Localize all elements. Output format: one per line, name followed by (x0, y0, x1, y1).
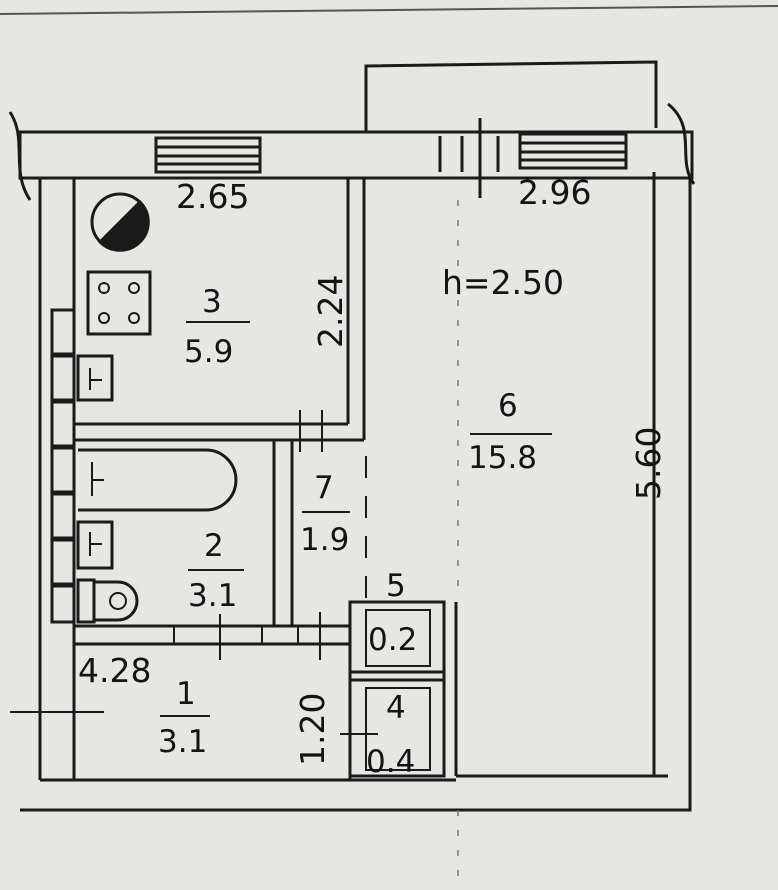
dim-kitchen-depth: 2.24 (311, 275, 350, 348)
gas-meter-fill (97, 199, 150, 252)
dim-living-width: 2.96 (518, 173, 591, 212)
left-break-line (8, 111, 32, 201)
sheet-top-edge (0, 5, 778, 15)
room-2-area: 3.1 (188, 578, 237, 614)
closet-4-inner (365, 687, 431, 771)
bathtub-icon (78, 448, 238, 512)
right-break-line (667, 102, 696, 185)
room-6-number: 6 (498, 388, 518, 424)
room-3-area: 5.9 (184, 334, 233, 370)
room-7-area: 1.9 (300, 522, 349, 558)
kitchen-window (154, 136, 262, 174)
room-4-number: 4 (386, 690, 406, 726)
living-window (518, 132, 628, 170)
room-1-area: 3.1 (158, 724, 207, 760)
ceiling-height-label: h=2.50 (442, 263, 564, 302)
room-3-number: 3 (202, 284, 222, 320)
bath-sink-icon (76, 520, 114, 570)
kitchen-sink-icon (76, 354, 114, 402)
dim-living-depth: 5.60 (629, 427, 668, 500)
stove-icon (86, 270, 152, 336)
room-labels: 3 5.9 6 15.8 7 1.9 2 3.1 5 0.2 1 3.1 4 0… (158, 284, 552, 780)
room-4-area: 0.4 (366, 744, 415, 780)
room-2-number: 2 (204, 528, 224, 564)
walls (8, 60, 696, 890)
balcony-door (438, 118, 500, 198)
closet-5-inner (365, 609, 431, 667)
dim-hall-depth: 1.20 (293, 693, 332, 766)
dim-hall-length: 4.28 (78, 651, 151, 690)
toilet-icon (76, 578, 139, 624)
balcony-outline (364, 60, 658, 132)
dimension-labels: 2.65 2.96 2.24 5.60 4.28 1.20 h=2.50 (78, 173, 668, 766)
room-1-number: 1 (176, 676, 196, 712)
room-5-area: 0.2 (368, 622, 417, 658)
right-wall-outer (20, 176, 692, 812)
room-6-area: 15.8 (468, 440, 537, 476)
room-5-number: 5 (386, 568, 406, 604)
dim-kitchen-width: 2.65 (176, 177, 249, 216)
room-7-number: 7 (314, 470, 334, 506)
